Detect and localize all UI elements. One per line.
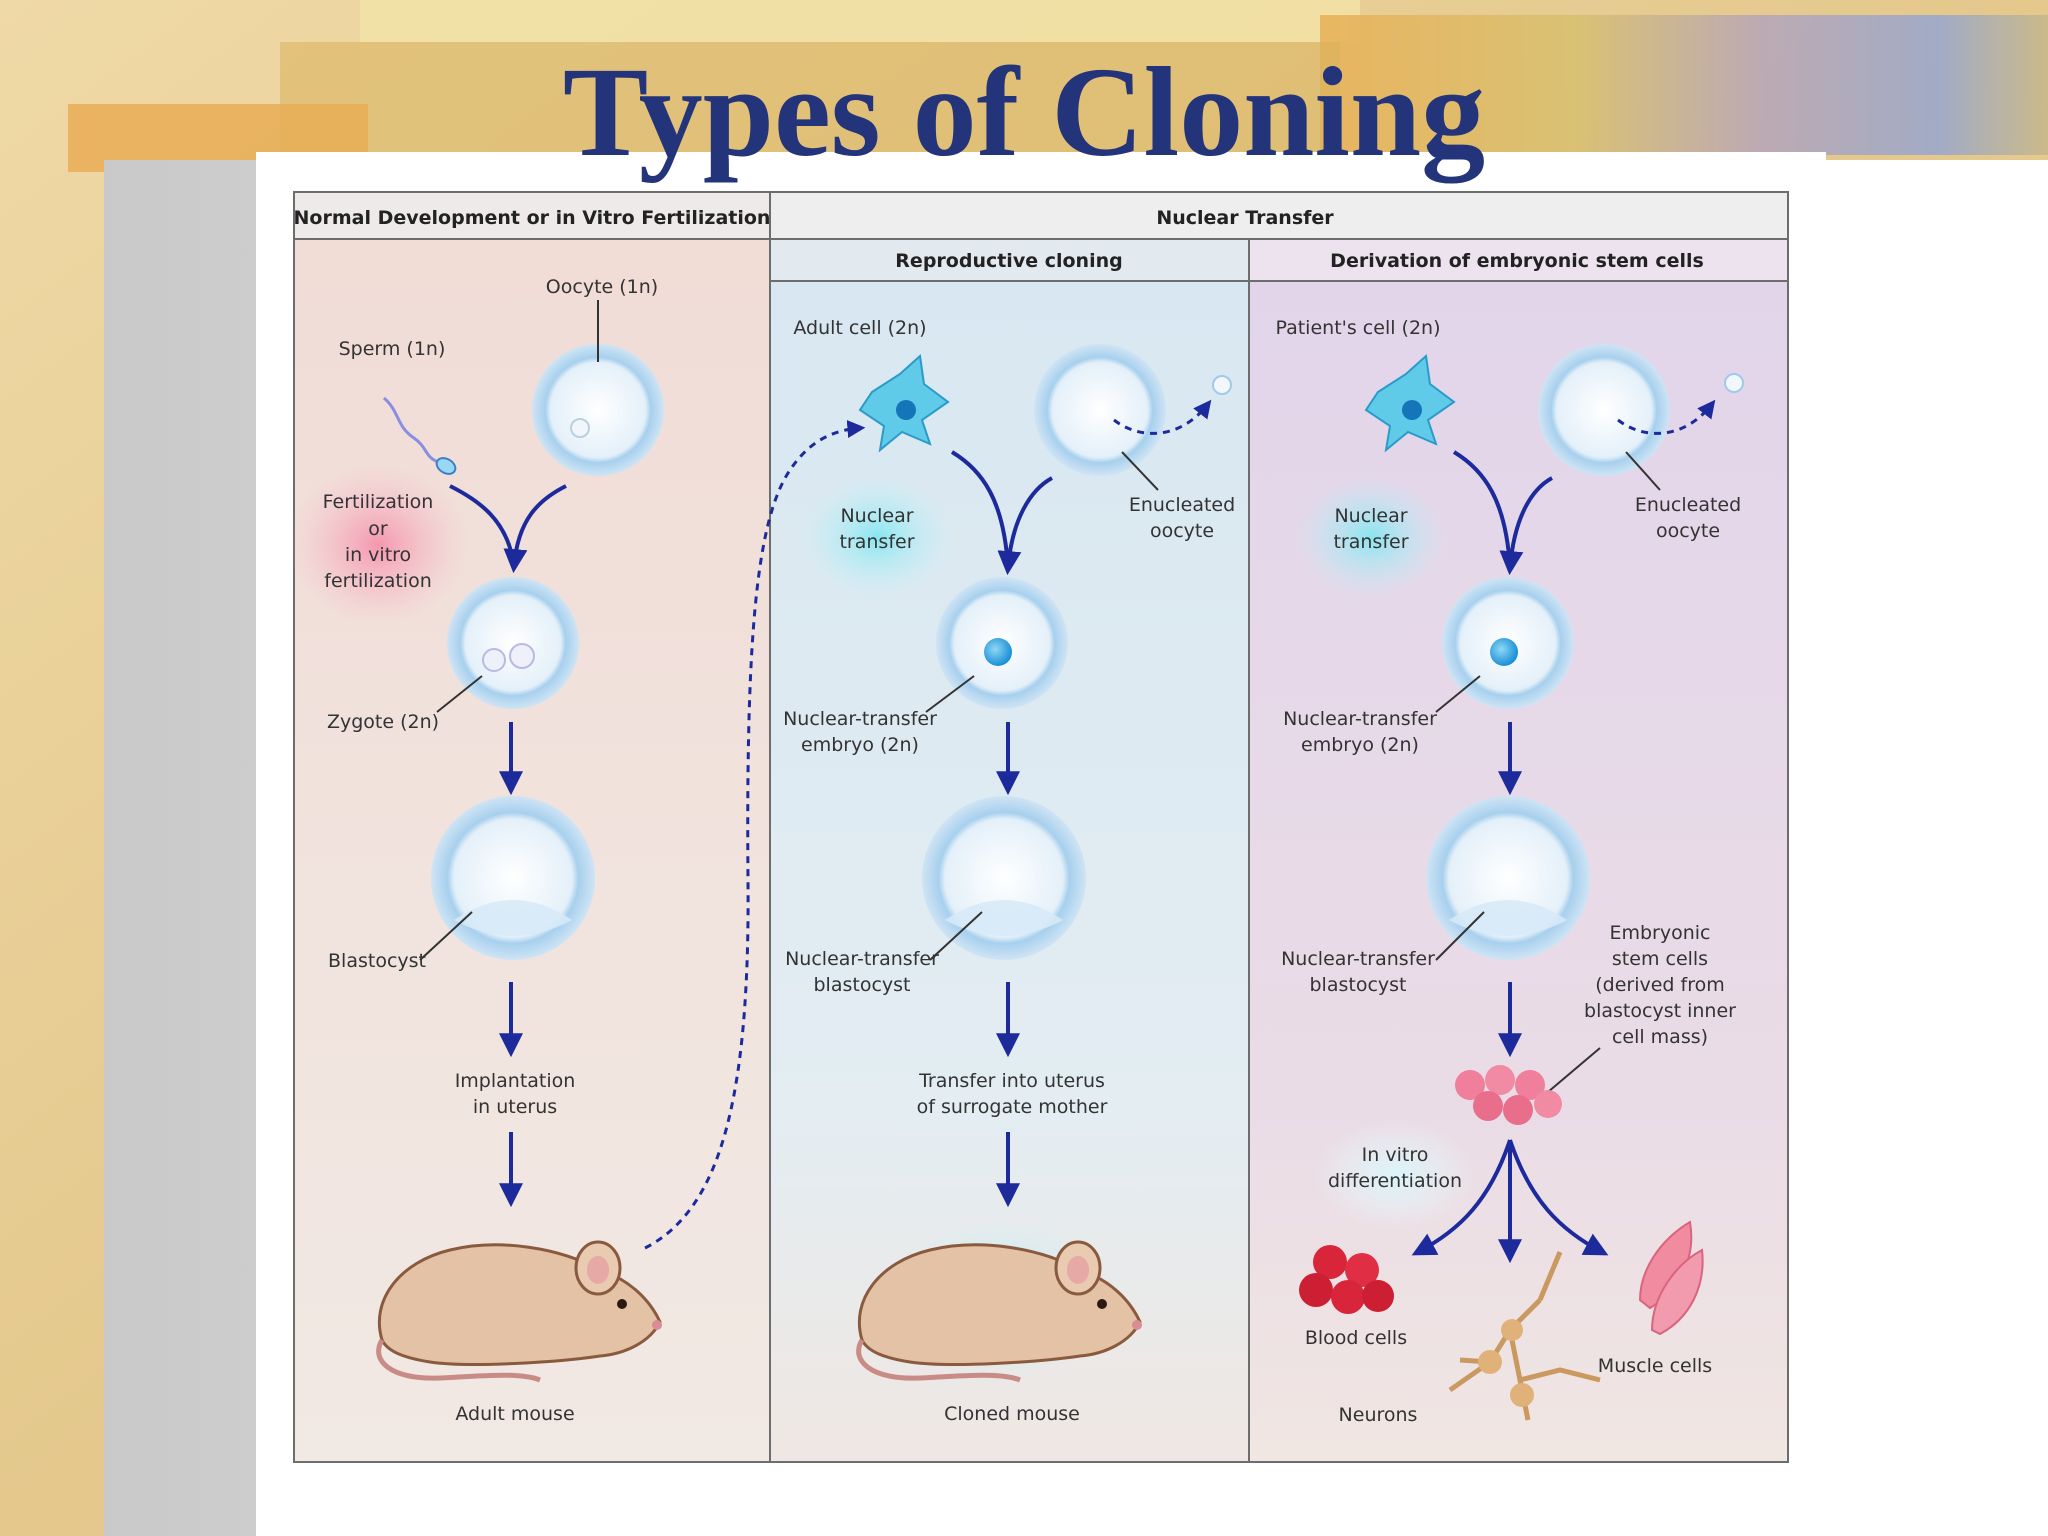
removed-nucleus-icon-2 bbox=[1724, 373, 1744, 393]
neurons-icon bbox=[1448, 1251, 1601, 1421]
nuclear-transfer-glow-2 bbox=[1295, 475, 1447, 599]
label-muscle-cells: Muscle cells bbox=[1598, 1355, 1712, 1377]
label-enucleated: Enucleated bbox=[1129, 494, 1235, 516]
label-blastocyst: Blastocyst bbox=[328, 950, 426, 972]
label-esc-3: (derived from bbox=[1595, 974, 1725, 996]
label-enucleated-oocyte-3: oocyte bbox=[1656, 520, 1720, 542]
label-nt-blastocyst-2: blastocyst bbox=[814, 974, 911, 996]
label-transfer: Transfer into uterus bbox=[918, 1070, 1105, 1092]
label-nt-blastocyst: Nuclear-transfer bbox=[785, 948, 939, 970]
label-fertilization-or: or bbox=[368, 518, 388, 540]
label-adult-cell: Adult cell (2n) bbox=[793, 317, 926, 339]
label-nt-embryo: Nuclear-transfer bbox=[783, 708, 937, 730]
label-nt-embryo-3b: embryo (2n) bbox=[1301, 734, 1419, 756]
label-nt-embryo-2: embryo (2n) bbox=[801, 734, 919, 756]
label-zygote: Zygote (2n) bbox=[327, 711, 439, 733]
removed-nucleus-icon bbox=[1212, 375, 1232, 395]
nt-blastocyst-icon-3 bbox=[1426, 796, 1590, 960]
blastocyst-icon bbox=[431, 796, 595, 960]
label-nt-embryo-3: Nuclear-transfer bbox=[1283, 708, 1437, 730]
blood-cells-icon bbox=[1299, 1245, 1394, 1314]
label-esc-4: blastocyst inner bbox=[1584, 1000, 1736, 1022]
adult-cell-icon bbox=[858, 354, 950, 453]
label-implantation: Implantation bbox=[455, 1070, 576, 1092]
label-fertilization-term: fertilization bbox=[324, 570, 432, 592]
label-nuclear-transfer-2: transfer bbox=[839, 531, 914, 553]
label-nt-blastocyst-3: Nuclear-transfer bbox=[1281, 948, 1435, 970]
label-nuclear-transfer-3: Nuclear bbox=[1334, 505, 1407, 527]
stem-cells-icon bbox=[1455, 1065, 1562, 1125]
oocyte-icon-3 bbox=[1538, 344, 1670, 476]
label-esc-2: stem cells bbox=[1612, 948, 1708, 970]
nt-embryo-icon bbox=[936, 577, 1068, 709]
label-nt-blastocyst-3b: blastocyst bbox=[1310, 974, 1407, 996]
label-blood-cells: Blood cells bbox=[1305, 1327, 1407, 1349]
in-vitro-glow bbox=[1313, 1120, 1477, 1230]
label-enucleated-oocyte: oocyte bbox=[1150, 520, 1214, 542]
header-normal-development: Normal Development or in Vitro Fertiliza… bbox=[294, 207, 771, 229]
header-stem-cells: Derivation of embryonic stem cells bbox=[1330, 250, 1704, 272]
nuclear-transfer-glow bbox=[801, 475, 953, 599]
label-in-vitro-2: differentiation bbox=[1328, 1170, 1462, 1192]
label-nuclear-transfer-3b: transfer bbox=[1333, 531, 1408, 553]
label-enucleated-3: Enucleated bbox=[1635, 494, 1741, 516]
label-transfer-2: of surrogate mother bbox=[917, 1096, 1108, 1118]
fertilization-glow bbox=[288, 463, 468, 627]
label-fertilization-in-vitro: in vitro bbox=[345, 544, 411, 566]
label-neurons: Neurons bbox=[1339, 1404, 1418, 1426]
label-in-vitro: In vitro bbox=[1362, 1144, 1429, 1166]
label-cloned-mouse: Cloned mouse bbox=[944, 1403, 1080, 1425]
label-fertilization: Fertilization bbox=[323, 491, 434, 513]
label-oocyte: Oocyte (1n) bbox=[546, 276, 658, 298]
header-reproductive-cloning: Reproductive cloning bbox=[895, 250, 1122, 272]
cloned-mouse-icon bbox=[856, 1240, 1142, 1383]
zygote-icon bbox=[447, 577, 579, 709]
label-esc-5: cell mass) bbox=[1612, 1026, 1708, 1048]
nt-blastocyst-icon bbox=[922, 796, 1086, 960]
adult-mouse-icon bbox=[376, 1240, 662, 1383]
label-implantation-uterus: in uterus bbox=[473, 1096, 557, 1118]
patient-cell-icon bbox=[1364, 354, 1456, 453]
label-patient-cell: Patient's cell (2n) bbox=[1275, 317, 1440, 339]
oocyte-icon bbox=[532, 344, 664, 476]
donor-cell-arrow bbox=[644, 419, 866, 1250]
label-adult-mouse: Adult mouse bbox=[455, 1403, 574, 1425]
label-esc-1: Embryonic bbox=[1609, 922, 1710, 944]
muscle-cells-icon bbox=[1638, 1220, 1704, 1336]
header-nuclear-transfer: Nuclear Transfer bbox=[1156, 207, 1334, 229]
slide-title: Types of Cloning bbox=[562, 41, 1486, 183]
nt-embryo-icon-3 bbox=[1442, 577, 1574, 709]
oocyte-icon-2 bbox=[1034, 344, 1166, 476]
label-nuclear-transfer: Nuclear bbox=[840, 505, 913, 527]
label-sperm: Sperm (1n) bbox=[339, 338, 446, 360]
sperm-icon bbox=[382, 396, 457, 475]
